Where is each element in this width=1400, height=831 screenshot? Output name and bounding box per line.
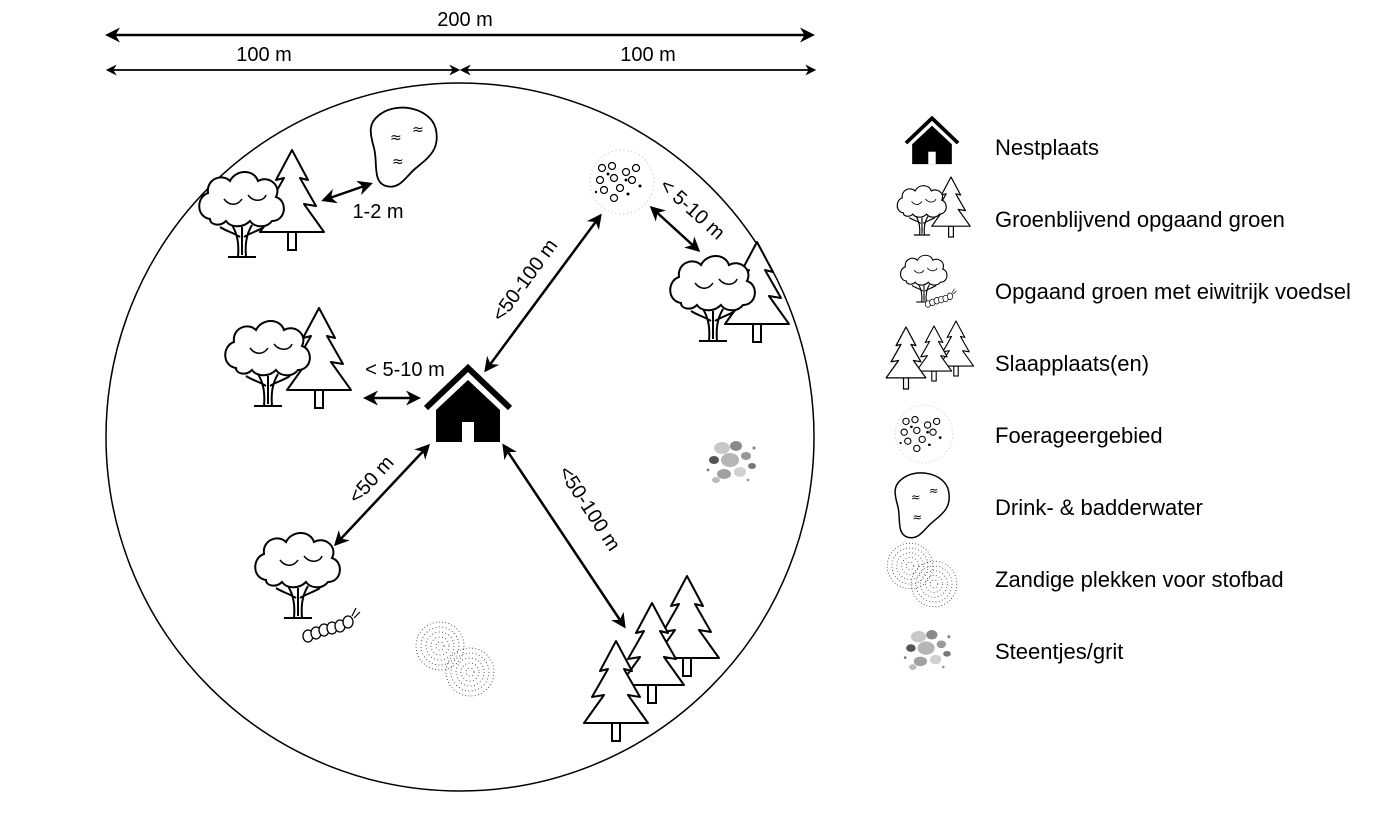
arrow-nest-to-roost [502,443,626,629]
sand-patch-icon [415,621,495,697]
scale-right-label: 100 m [620,44,676,66]
legend-label-grit: Steentjes/grit [995,639,1124,664]
grit-stones-icon [903,630,951,670]
water-pond-icon [369,106,438,188]
legend-label-foerageergebied: Foerageergebied [995,423,1163,448]
legend-label-groenblijvend: Groenblijvend opgaand groen [995,207,1285,232]
evergreen-group-top-left [198,149,325,258]
evergreen-group-left [224,307,352,409]
sand-patch-icon [886,542,958,608]
label-nest-to-greenery: < 5-10 m [365,359,444,381]
legend-icons [885,116,975,670]
evergreen-trees-icon [896,176,971,238]
arrow-nest-to-foraging [484,213,602,373]
scale-left-label: 100 m [236,44,292,66]
deciduous-tree-icon [669,255,756,342]
arrow-foraging-to-greenery [649,205,701,253]
house-icon [904,116,960,166]
tree-caterpillar-icon [254,532,341,619]
legend-label-slaapplaats: Slaapplaats(en) [995,351,1150,376]
water-pond-icon [894,472,950,539]
legend-label-opgaand-groen: Opgaand groen met eiwitrijk voedsel [995,279,1351,304]
label-nest-to-roost: <50-100 m [554,462,625,555]
foraging-area-icon [894,404,954,464]
deciduous-tree-icon [224,320,311,407]
legend-label-nestplaats: Nestplaats [995,135,1099,160]
scale-total-label: 200 m [437,9,493,31]
label-tree-to-water: 1-2 m [352,201,403,223]
territory-circle [105,82,815,792]
legend-label-water: Drink- & badderwater [995,495,1203,520]
label-nest-to-food-greenery: <50 m [345,452,399,508]
grit-stones-icon [706,441,756,483]
arrow-tree-to-water [321,180,373,204]
tree-caterpillar-icon [899,254,957,308]
conifers-icon [885,320,975,390]
caterpillar-icon [302,607,361,643]
deciduous-tree-icon [198,171,285,258]
label-foraging-to-greenery: < 5-10 m [655,175,729,245]
conifers-icon [583,575,720,742]
foraging-area-icon [589,149,655,215]
arrow-nest-to-food-greenery [333,443,431,547]
evergreen-group-right [669,241,790,343]
legend-label-stofbad: Zandige plekken voor stofbad [995,567,1284,592]
scale-bar: 200 m 100 m 100 m [105,9,817,76]
